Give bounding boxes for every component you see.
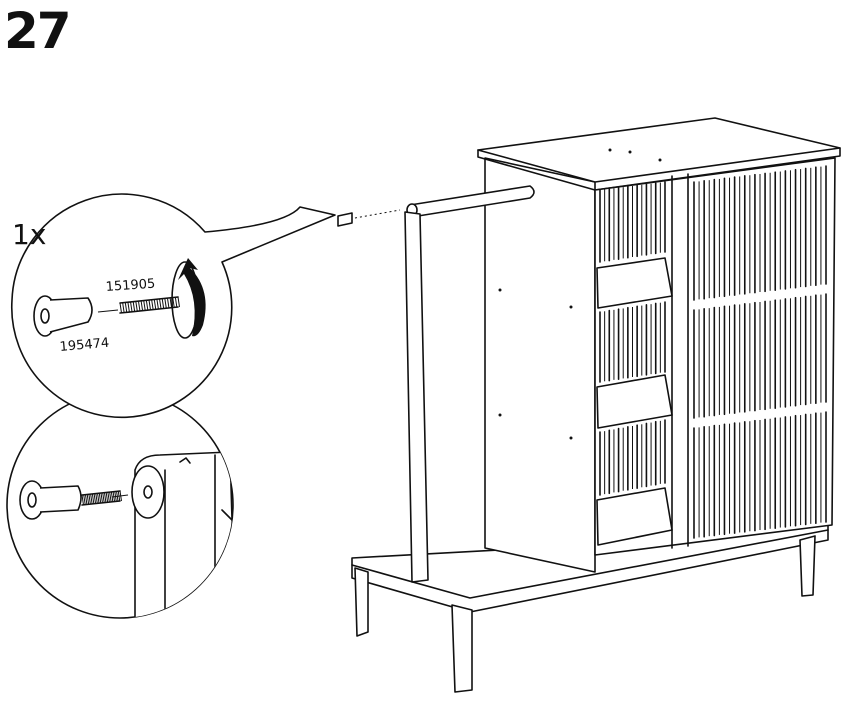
quantity-label: 1x	[12, 218, 46, 251]
part-number-bolt: 151905	[105, 277, 156, 295]
step-number: 27	[4, 2, 72, 60]
cabinet	[351, 117, 841, 693]
clothes-rail-frame	[404, 185, 535, 583]
barrel-nut-icon	[19, 480, 82, 520]
screw-icon	[337, 209, 401, 227]
barrel-nut-icon	[33, 295, 93, 337]
bolt-icon	[81, 490, 122, 506]
rotate-clockwise-arrow-icon	[171, 258, 206, 339]
bolt-icon	[119, 296, 180, 314]
parts-callout: 1x 151905 195474	[10, 193, 336, 419]
detail-callout-circle	[6, 391, 234, 619]
part-number-barrel-nut: 195474	[59, 336, 110, 355]
